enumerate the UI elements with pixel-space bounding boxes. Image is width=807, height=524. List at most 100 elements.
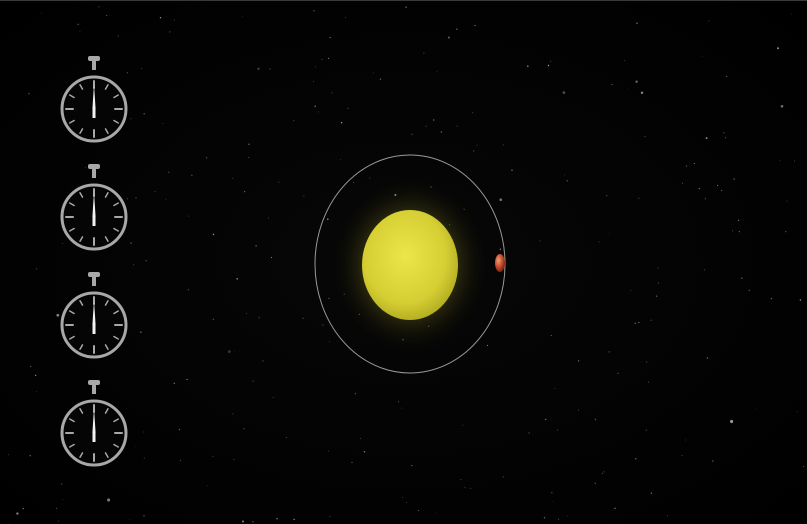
background-star xyxy=(117,35,119,37)
background-star xyxy=(313,81,315,82)
stopwatch-tick xyxy=(79,84,84,90)
stopwatch-2[interactable] xyxy=(58,161,130,255)
background-star xyxy=(169,31,171,33)
background-star xyxy=(623,60,625,62)
background-star xyxy=(329,36,331,39)
stopwatch-tick xyxy=(69,94,75,99)
background-star xyxy=(245,312,248,315)
stopwatch-tick xyxy=(113,227,119,232)
background-star xyxy=(545,418,547,421)
stopwatch-tick xyxy=(113,443,119,448)
background-star xyxy=(234,351,236,353)
stopwatch-3[interactable] xyxy=(58,269,130,363)
background-star xyxy=(726,76,728,77)
background-star xyxy=(269,68,271,70)
stopwatch-tick xyxy=(113,202,119,207)
background-star xyxy=(354,393,356,395)
background-star xyxy=(598,241,600,243)
background-star xyxy=(417,510,419,511)
background-star xyxy=(681,454,683,457)
stopwatch-tick xyxy=(79,452,84,458)
background-star xyxy=(708,20,710,22)
background-star xyxy=(608,232,610,234)
background-star xyxy=(143,515,145,517)
background-star xyxy=(56,313,60,317)
background-star xyxy=(640,91,644,95)
stopwatch-tick xyxy=(104,408,109,414)
background-star xyxy=(126,72,128,74)
background-star xyxy=(347,107,349,109)
star-body[interactable] xyxy=(362,210,458,320)
planet-body[interactable] xyxy=(495,254,505,272)
background-star xyxy=(401,407,403,409)
star-system xyxy=(300,146,520,386)
stopwatch-tick xyxy=(69,418,75,423)
background-star xyxy=(411,133,413,135)
background-star xyxy=(255,245,257,247)
stopwatch-crown xyxy=(88,164,100,169)
background-star xyxy=(425,125,427,127)
background-star xyxy=(278,181,280,183)
stopwatch-tick xyxy=(113,418,119,423)
stopwatch-crown xyxy=(88,272,100,277)
stopwatch-4[interactable] xyxy=(58,377,130,471)
background-star xyxy=(698,188,700,190)
background-star xyxy=(702,55,704,57)
background-star xyxy=(187,289,189,291)
background-star xyxy=(644,135,646,138)
background-star xyxy=(547,64,550,67)
background-star xyxy=(725,137,727,139)
stopwatch-tick xyxy=(79,236,84,242)
background-star xyxy=(28,93,30,95)
background-star xyxy=(398,401,400,403)
background-star xyxy=(550,334,552,337)
stopwatch-tick xyxy=(104,192,109,198)
background-star xyxy=(577,360,580,362)
background-star xyxy=(650,492,652,494)
background-star xyxy=(476,145,478,147)
background-star xyxy=(611,83,613,86)
background-star xyxy=(353,182,355,183)
background-star xyxy=(799,299,802,301)
background-star xyxy=(635,80,638,83)
stopwatch-tick xyxy=(113,94,119,99)
background-star xyxy=(340,159,341,161)
background-star xyxy=(186,378,188,381)
background-star xyxy=(566,515,568,517)
background-star xyxy=(322,324,324,326)
background-star xyxy=(723,132,725,134)
background-star xyxy=(462,424,464,426)
background-star xyxy=(206,157,208,159)
background-star xyxy=(141,68,143,69)
background-star xyxy=(154,190,156,193)
background-star xyxy=(733,178,735,180)
stopwatch-hand-tail xyxy=(92,324,96,334)
background-star xyxy=(227,350,231,353)
stopwatch-icon xyxy=(60,164,128,251)
stopwatch-1[interactable] xyxy=(58,53,130,147)
background-star xyxy=(236,278,238,280)
background-star xyxy=(248,157,250,159)
background-star xyxy=(717,184,719,187)
background-star xyxy=(552,501,554,502)
stopwatch-tick xyxy=(79,344,84,350)
stopwatch-tick xyxy=(104,236,109,242)
background-star xyxy=(627,87,628,89)
stopwatch-stem xyxy=(92,384,96,394)
background-star xyxy=(321,58,323,61)
background-star xyxy=(682,182,684,184)
background-star xyxy=(143,431,144,433)
background-star xyxy=(270,256,272,259)
background-star xyxy=(162,123,164,124)
background-star xyxy=(244,191,246,193)
background-star xyxy=(656,295,658,297)
background-star xyxy=(233,458,235,461)
stopwatch-hand xyxy=(92,192,96,217)
stopwatch-hand xyxy=(92,84,96,109)
background-star xyxy=(379,78,381,80)
background-star xyxy=(502,144,504,146)
background-star xyxy=(212,456,214,458)
stopwatch-tick xyxy=(69,119,75,124)
background-star xyxy=(293,120,295,122)
